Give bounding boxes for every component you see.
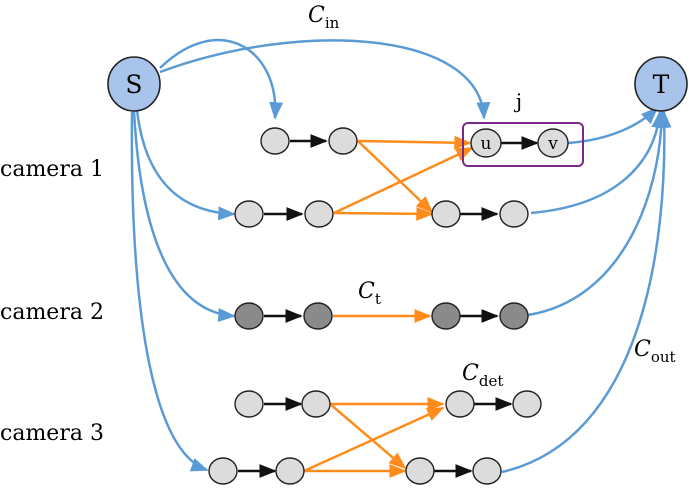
node-c2-c (431, 302, 461, 330)
node-u (470, 128, 502, 158)
node-c1t2-d (499, 200, 529, 228)
group-j-box (462, 122, 584, 167)
source-edges (130, 38, 491, 472)
node-c1t2-a (234, 200, 264, 228)
camera-label-3: camera 3 (0, 421, 104, 446)
node-c3t2-d (472, 457, 502, 485)
detection-nodes (208, 127, 569, 485)
node-c2-b (303, 302, 333, 330)
edge-s-to-u (159, 39, 491, 120)
cost-det-label: Cdet (462, 361, 503, 390)
edge-v-to-t (567, 106, 659, 145)
cost-in-label: Cin (308, 3, 340, 32)
camera-label-1: camera 1 (0, 157, 104, 182)
sink-node (634, 56, 688, 112)
camera-label-2: camera 2 (0, 300, 104, 325)
node-c3t2-a (208, 457, 238, 485)
edge-c1t2-to-c1t2b (333, 206, 434, 221)
node-v (537, 128, 569, 158)
cost-out-label: Cout (634, 337, 676, 366)
node-c2-a (234, 302, 264, 330)
detection-edges (238, 134, 539, 478)
edge-c1t2-to-u (333, 146, 474, 215)
node-c3t1-b (301, 390, 331, 418)
node-c1t1-b (328, 127, 358, 155)
node-c3t1-c (445, 390, 475, 418)
node-c2-d (499, 302, 529, 330)
node-c1t1-a (260, 127, 290, 155)
edge-cam1-track2-to-t (530, 110, 666, 215)
source-node (107, 56, 161, 112)
sink-edges (501, 106, 672, 474)
orange-edges (303, 135, 474, 478)
edge-c1t1-to-u (357, 135, 472, 150)
edge-c3t2-to-c3t1b (303, 406, 445, 473)
edge-s-to-cam1-track1 (159, 38, 284, 120)
edge-s-to-cam3-track2 (130, 111, 209, 472)
sink-label: T (653, 70, 670, 99)
edge-cam3-track2-to-t (501, 110, 672, 474)
node-c3t2-c (405, 457, 435, 485)
node-c3t1-a (234, 390, 264, 418)
node-c3t1-d (512, 390, 542, 418)
cost-t-label: Ct (358, 279, 381, 308)
v-label: v (547, 134, 558, 154)
edge-s-to-cam1-track2 (135, 109, 236, 221)
node-c1t2-c (431, 200, 461, 228)
edge-c3t1-to-c3t2 (329, 403, 407, 470)
node-c1t2-b (304, 200, 334, 228)
source-label: S (125, 70, 142, 99)
edge-c1t1-to-c1t2 (357, 140, 434, 214)
edge-cam2-track-to-t (527, 110, 669, 317)
edge-s-to-cam2-track (132, 109, 236, 322)
node-c3t2-b (275, 457, 305, 485)
u-label: u (481, 134, 492, 154)
group-label: j (514, 89, 522, 113)
